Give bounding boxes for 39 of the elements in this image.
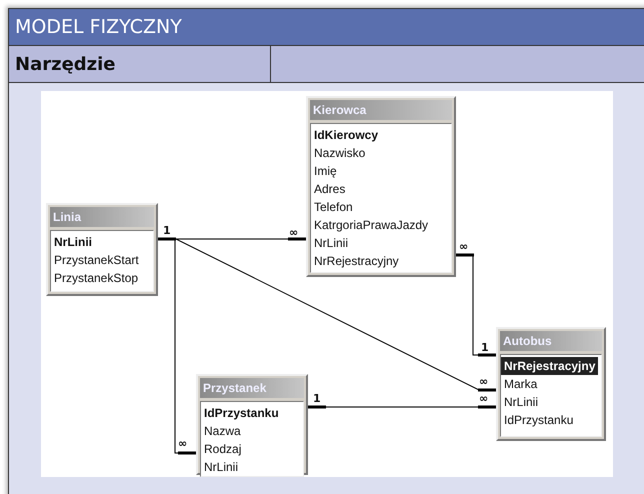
- field-name: Nazwa: [203, 423, 242, 440]
- field-name: Imię: [313, 163, 338, 180]
- field-name: Telefon: [313, 199, 354, 216]
- cardinality-mark: ∞: [289, 227, 298, 239]
- field-name: Nazwisko: [313, 145, 366, 162]
- field-name: PrzystanekStop: [53, 270, 140, 287]
- database-table: [196, 374, 308, 475]
- field-name: Rodzaj: [203, 441, 242, 458]
- field-name: NrLinii: [313, 235, 350, 252]
- field-name: IdPrzystanku: [203, 405, 280, 422]
- table-title: Autobus: [500, 331, 602, 351]
- table-title: Linia: [50, 207, 154, 227]
- field-name: PrzystanekStart: [53, 252, 140, 269]
- database-table: [496, 327, 606, 441]
- cardinality-mark: 1: [163, 225, 171, 237]
- field-name: NrRejestracyjny: [501, 357, 598, 375]
- field-name: IdKierowcy: [313, 127, 380, 144]
- field-name: Marka: [503, 376, 538, 393]
- row-label: Narzędzie: [9, 46, 271, 82]
- field-name: NrRejestracyjny: [313, 253, 400, 270]
- cardinality-mark: ∞: [479, 376, 488, 388]
- field-name: IdPrzystanku: [503, 412, 574, 429]
- table-title: Przystanek: [200, 378, 304, 398]
- field-name: Adres: [313, 181, 346, 198]
- field-name: KatrgoriaPrawaJazdy: [313, 217, 430, 234]
- cardinality-mark: ∞: [479, 393, 488, 405]
- database-table: [306, 96, 456, 277]
- cardinality-mark: 1: [313, 393, 321, 405]
- cardinality-mark: ∞: [178, 438, 188, 450]
- field-name: NrLinii: [203, 459, 240, 476]
- relationship-line: [454, 254, 498, 356]
- table-title: Kierowca: [310, 100, 452, 120]
- field-name: NrLinii: [53, 234, 93, 251]
- section-title: MODEL FIZYCZNY: [9, 9, 644, 46]
- database-table: [46, 203, 158, 296]
- cardinality-mark: ∞: [459, 241, 468, 253]
- cardinality-mark: 1: [481, 342, 489, 354]
- field-name: NrLinii: [503, 394, 540, 411]
- relationship-line: [306, 406, 498, 408]
